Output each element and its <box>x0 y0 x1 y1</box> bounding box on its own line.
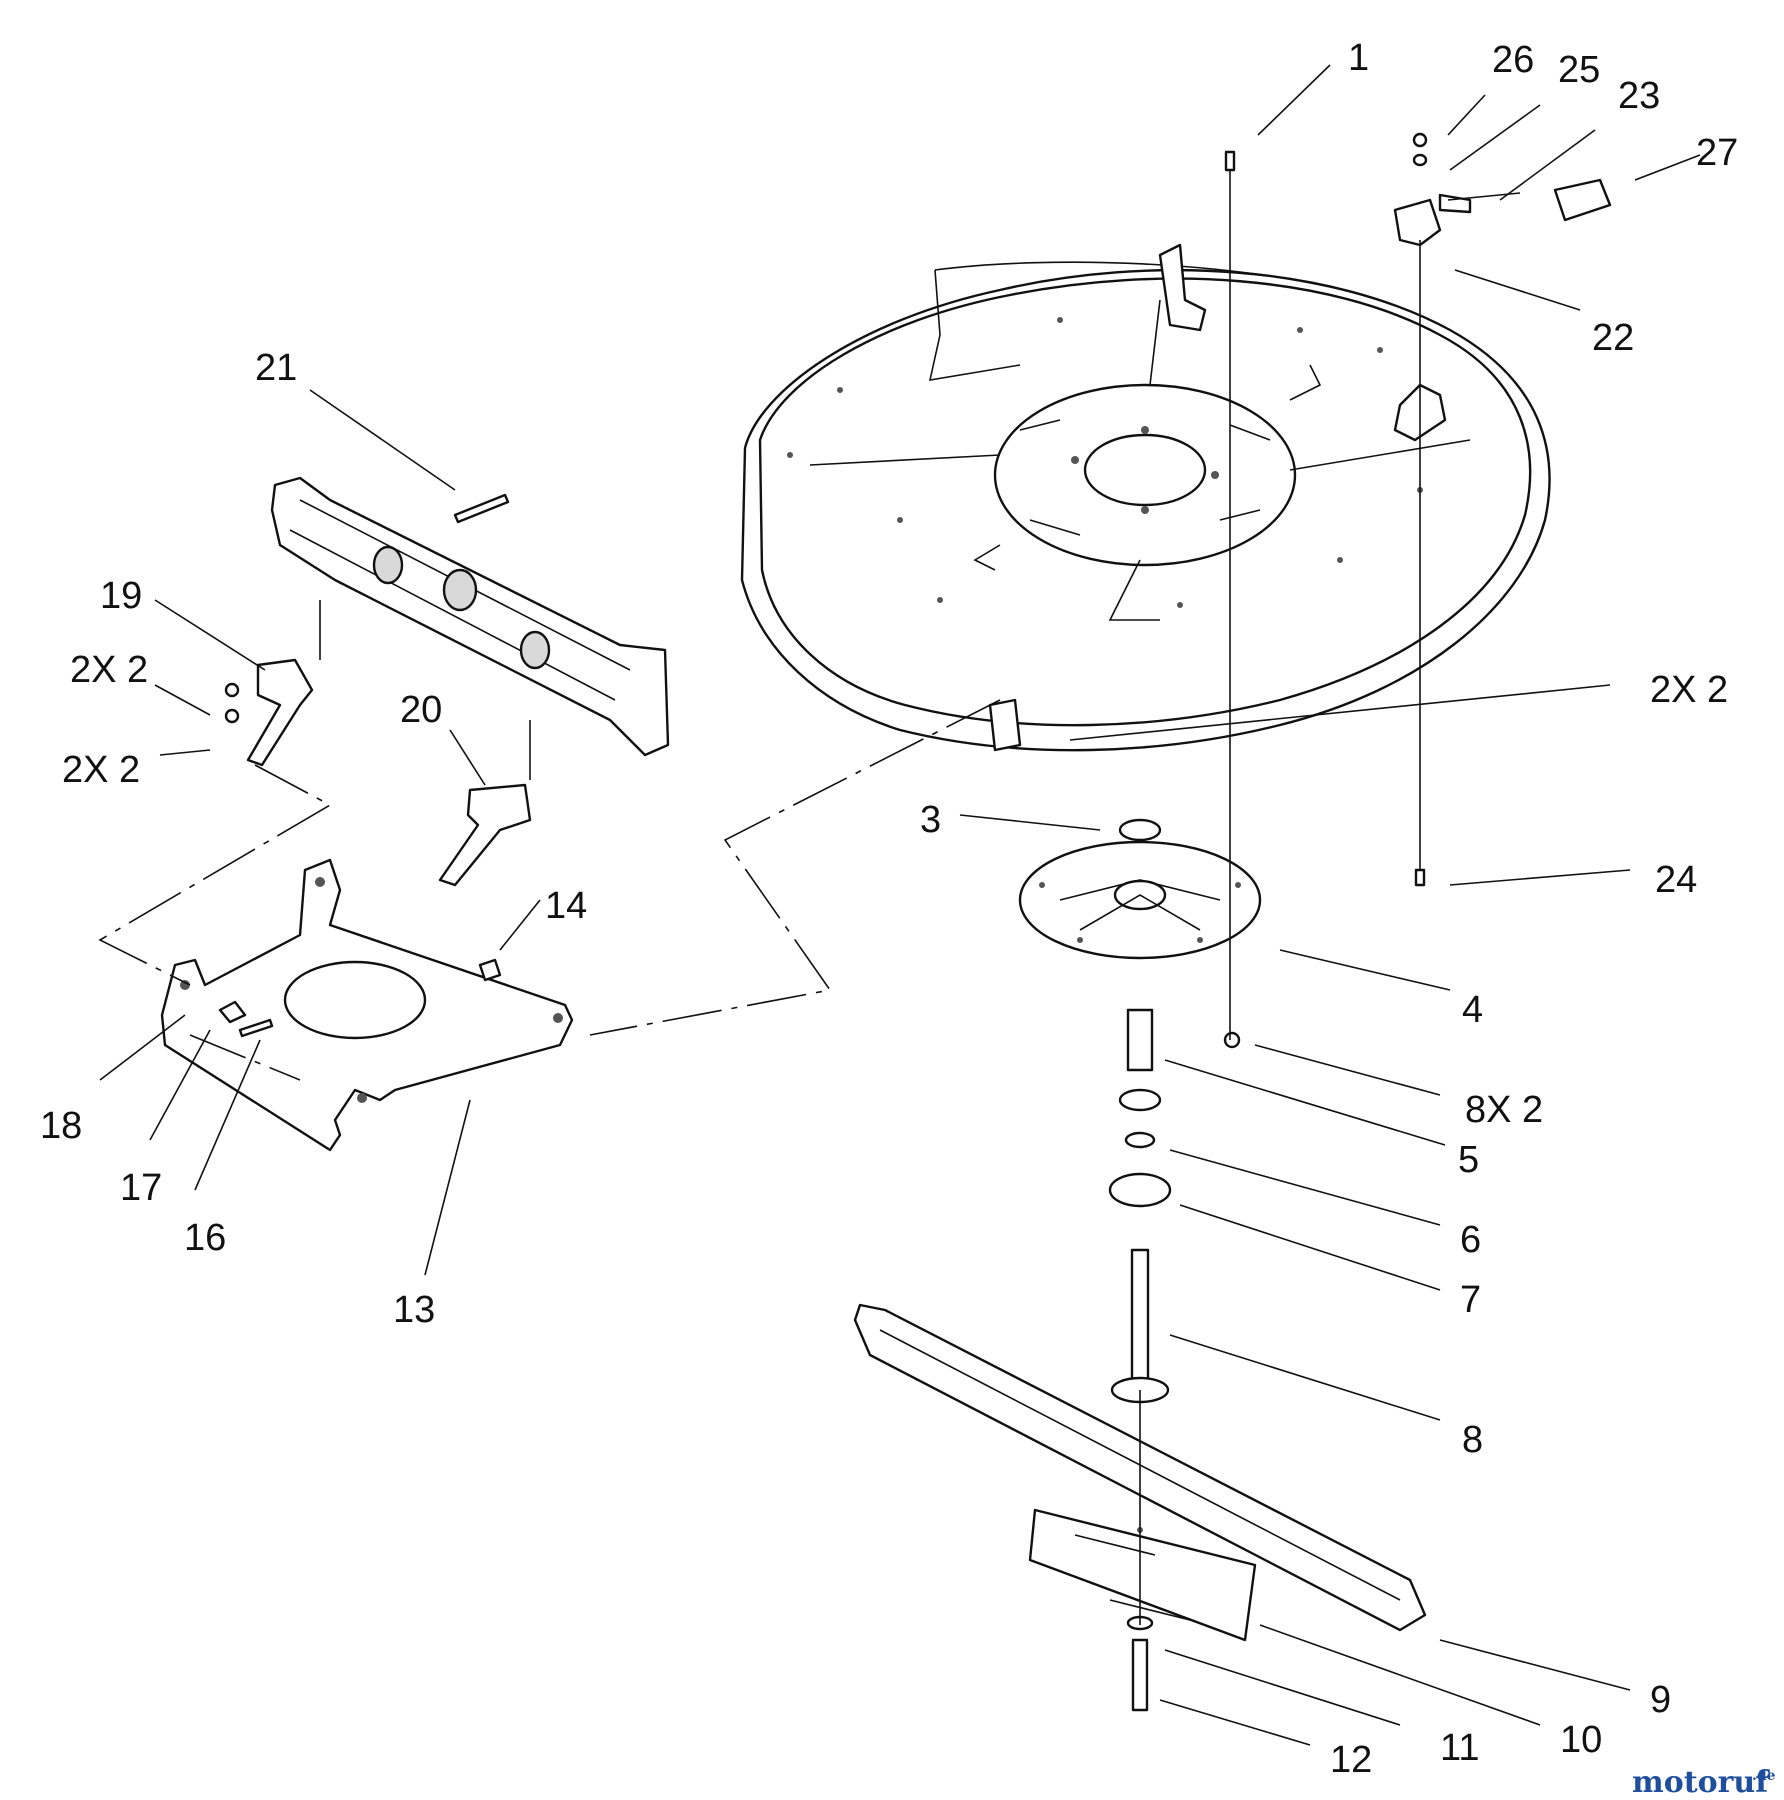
label-5: 5 <box>1458 1139 1479 1181</box>
label-26: 26 <box>1492 39 1534 81</box>
leader-lines <box>99 64 1701 1746</box>
label-27: 27 <box>1696 132 1738 174</box>
watermark-brand: motoruf <box>1632 1765 1770 1800</box>
label-20: 20 <box>400 689 442 731</box>
bolt-24 <box>1414 868 1426 887</box>
label-18: 18 <box>40 1105 82 1147</box>
deck-bracket-front <box>1158 243 1207 332</box>
nut-8x2 <box>1223 1031 1241 1049</box>
label-7: 7 <box>1460 1279 1481 1321</box>
knob-27 <box>1553 178 1612 222</box>
label-19: 19 <box>100 575 142 617</box>
label-12: 12 <box>1330 1739 1372 1781</box>
deck-housing <box>740 243 1551 752</box>
bolt-21 <box>453 493 510 524</box>
label-17: 17 <box>120 1167 162 1209</box>
nut-26 <box>1412 132 1428 148</box>
bolt-14 <box>478 958 502 982</box>
nut-2x2-a <box>224 682 240 698</box>
label-21: 21 <box>255 347 297 389</box>
link-arm-19 <box>246 658 314 767</box>
label-10: 10 <box>1560 1719 1602 1761</box>
deck-spoke-frame <box>809 299 1471 621</box>
bearing-6 <box>1118 1088 1162 1112</box>
label-13: 13 <box>393 1289 435 1331</box>
label-8x2: 8X 2 <box>1465 1089 1543 1131</box>
bolt-12 <box>1131 1638 1149 1712</box>
label-3: 3 <box>920 799 941 841</box>
label-4: 4 <box>1462 989 1483 1031</box>
assembly-lines <box>98 170 1521 1625</box>
mount-plate <box>160 858 574 1152</box>
nut-2x2-b <box>224 708 240 724</box>
spacer-5 <box>1126 1008 1154 1072</box>
bracket-22 <box>1393 198 1442 247</box>
label-11: 11 <box>1440 1727 1479 1769</box>
label-25: 25 <box>1558 49 1600 91</box>
label-6: 6 <box>1460 1219 1481 1261</box>
spacer-17 <box>218 1000 247 1024</box>
label-9: 9 <box>1650 1679 1671 1721</box>
pulley-7 <box>1108 1172 1172 1208</box>
label-2x2-a: 2X 2 <box>70 649 148 691</box>
spindle-assembly <box>1018 818 1262 1712</box>
label-2x2-b: 2X 2 <box>62 749 140 791</box>
label-23: 23 <box>1618 75 1660 117</box>
spindle-shaft-8 <box>1130 1248 1150 1387</box>
bolt-16 <box>238 1018 274 1038</box>
label-14: 14 <box>545 885 587 927</box>
watermark-suffix: .de <box>1752 1768 1776 1784</box>
deck-side-tab <box>988 698 1022 752</box>
label-1: 1 <box>1348 37 1369 79</box>
bolt-1 <box>1224 150 1236 172</box>
label-16: 16 <box>184 1217 226 1259</box>
label-8: 8 <box>1462 1419 1483 1461</box>
link-arm-20 <box>438 783 532 887</box>
front-support-bar <box>270 476 670 757</box>
watermark-logo: motoruf .de <box>1632 1765 1776 1800</box>
part-labels: 1 26 25 23 27 22 21 19 2X 2 2X 2 20 2X 2… <box>40 37 1738 1781</box>
blade-adapter-10 <box>1028 1508 1257 1642</box>
label-2x2-c: 2X 2 <box>1650 669 1728 711</box>
label-24: 24 <box>1655 859 1697 901</box>
label-22: 22 <box>1592 317 1634 359</box>
washer-3 <box>1118 818 1162 842</box>
washer-25 <box>1412 153 1428 167</box>
